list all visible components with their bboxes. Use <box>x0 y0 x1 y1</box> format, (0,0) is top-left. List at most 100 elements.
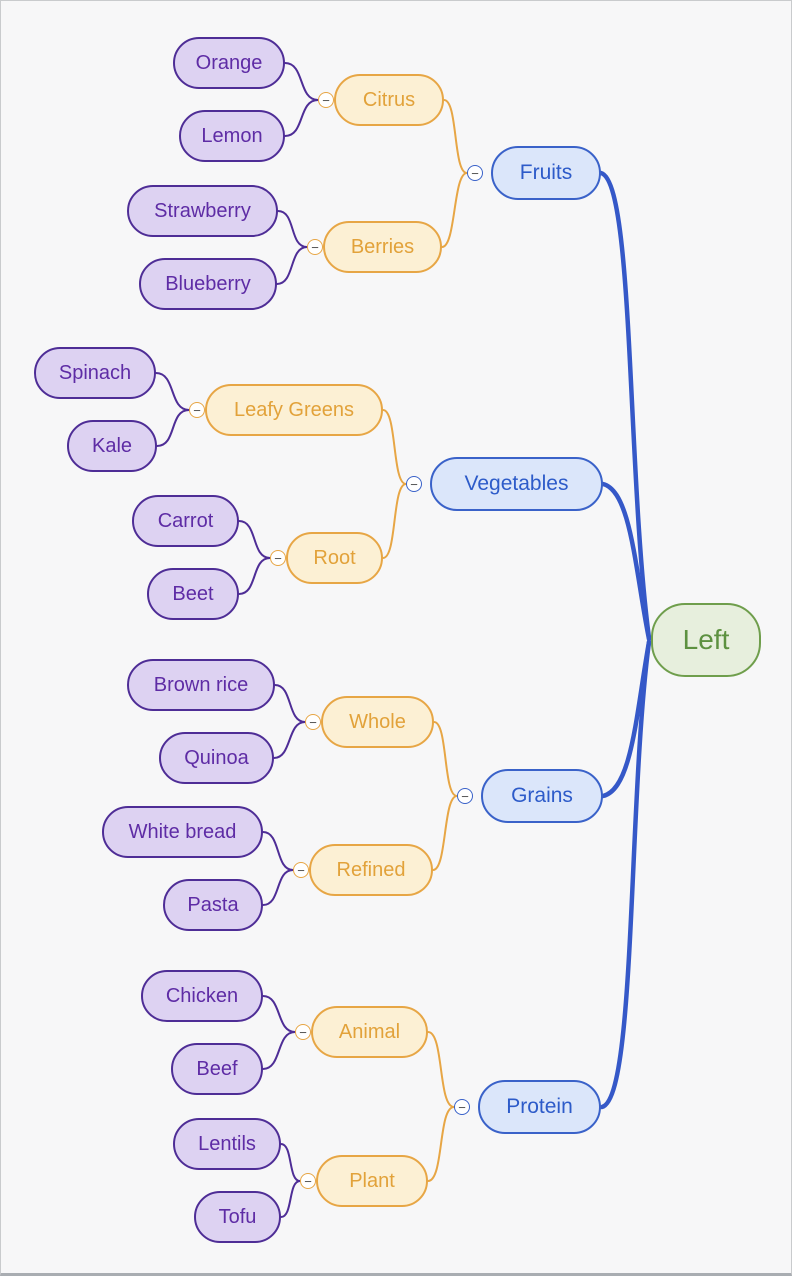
node-label: Refined <box>336 858 406 881</box>
node-lemon[interactable]: Lemon <box>179 110 285 162</box>
node-plant[interactable]: Plant <box>316 1155 428 1207</box>
edge-vegetables-left <box>600 481 652 642</box>
edge-strawberry-berries <box>277 210 308 248</box>
node-label: Beef <box>196 1057 238 1080</box>
collapse-icon-protein[interactable]: − <box>454 1099 470 1115</box>
node-vegetables[interactable]: Vegetables <box>430 457 603 511</box>
node-label: Orange <box>195 51 263 74</box>
collapse-icon-whole[interactable]: − <box>305 714 321 730</box>
node-pasta[interactable]: Pasta <box>163 879 263 931</box>
edge-fruits-left <box>598 170 652 641</box>
node-label: Kale <box>91 434 133 457</box>
node-label: Whole <box>349 710 406 733</box>
edge-pasta-refined <box>262 869 294 906</box>
minus-icon: − <box>461 788 469 804</box>
edge-animal-protein <box>427 1031 455 1108</box>
node-label: Fruits <box>519 161 573 184</box>
collapse-icon-leafy-greens[interactable]: − <box>189 402 205 418</box>
node-protein[interactable]: Protein <box>478 1080 601 1134</box>
node-label: Carrot <box>157 509 214 532</box>
edge-tofu-plant <box>280 1180 301 1218</box>
node-label: Pasta <box>187 893 239 916</box>
node-kale[interactable]: Kale <box>67 420 157 472</box>
node-label: Lemon <box>201 124 263 147</box>
edge-leafygreens-vegetables <box>382 409 407 485</box>
node-refined[interactable]: Refined <box>309 844 433 896</box>
collapse-icon-fruits[interactable]: − <box>467 165 483 181</box>
edge-root-vegetables <box>382 483 407 559</box>
node-label: Left <box>682 624 730 655</box>
minus-icon: − <box>299 1024 307 1040</box>
collapse-icon-plant[interactable]: − <box>300 1173 316 1189</box>
edge-berries-fruits <box>441 172 468 248</box>
edge-plant-protein <box>427 1106 455 1182</box>
minus-icon: − <box>274 550 282 566</box>
node-label: White bread <box>128 820 237 843</box>
minus-icon: − <box>410 476 418 492</box>
node-label: Berries <box>350 235 415 258</box>
node-label: Animal <box>338 1020 401 1043</box>
node-lentils[interactable]: Lentils <box>173 1118 281 1170</box>
edge-brownrice-whole <box>274 684 306 723</box>
collapse-icon-root-veg[interactable]: − <box>270 550 286 566</box>
collapse-icon-citrus[interactable]: − <box>318 92 334 108</box>
node-quinoa[interactable]: Quinoa <box>159 732 274 784</box>
edge-whitebread-refined <box>262 831 294 871</box>
node-label: Beet <box>172 582 214 605</box>
node-fruits[interactable]: Fruits <box>491 146 601 200</box>
node-berries[interactable]: Berries <box>323 221 442 273</box>
node-left-root[interactable]: Left <box>651 603 761 677</box>
edge-orange-citrus <box>284 62 319 101</box>
node-beef[interactable]: Beef <box>171 1043 263 1095</box>
edge-beef-animal <box>262 1031 296 1070</box>
node-brown-rice[interactable]: Brown rice <box>127 659 275 711</box>
collapse-icon-berries[interactable]: − <box>307 239 323 255</box>
edge-spinach-leafygreens <box>155 372 190 411</box>
node-label: Root <box>313 546 356 569</box>
edge-carrot-root <box>238 520 271 559</box>
collapse-icon-animal[interactable]: − <box>295 1024 311 1040</box>
node-citrus[interactable]: Citrus <box>334 74 444 126</box>
node-tofu[interactable]: Tofu <box>194 1191 281 1243</box>
edge-quinoa-whole <box>273 721 306 759</box>
node-orange[interactable]: Orange <box>173 37 285 89</box>
node-beet[interactable]: Beet <box>147 568 239 620</box>
collapse-icon-vegetables[interactable]: − <box>406 476 422 492</box>
node-strawberry[interactable]: Strawberry <box>127 185 278 237</box>
node-spinach[interactable]: Spinach <box>34 347 156 399</box>
edge-whole-grains <box>433 721 458 797</box>
minus-icon: − <box>304 1173 312 1189</box>
node-whole[interactable]: Whole <box>321 696 434 748</box>
edge-refined-grains <box>432 795 458 871</box>
node-label: Spinach <box>58 361 132 384</box>
node-chicken[interactable]: Chicken <box>141 970 263 1022</box>
node-label: Protein <box>506 1095 573 1118</box>
edge-lemon-citrus <box>284 99 319 137</box>
edge-beet-root <box>238 557 271 595</box>
minus-icon: − <box>193 402 201 418</box>
edge-citrus-fruits <box>443 99 468 174</box>
node-label: Grains <box>511 784 573 807</box>
node-grains[interactable]: Grains <box>481 769 603 823</box>
node-leafy-greens[interactable]: Leafy Greens <box>205 384 383 436</box>
edge-blueberry-berries <box>276 246 308 285</box>
node-carrot[interactable]: Carrot <box>132 495 239 547</box>
node-label: Brown rice <box>153 673 249 696</box>
node-blueberry[interactable]: Blueberry <box>139 258 277 310</box>
edge-lentils-plant <box>280 1143 301 1182</box>
collapse-icon-grains[interactable]: − <box>457 788 473 804</box>
minus-icon: − <box>309 714 317 730</box>
node-root-veg[interactable]: Root <box>286 532 383 584</box>
node-label: Plant <box>349 1169 395 1192</box>
node-label: Strawberry <box>154 199 251 222</box>
minus-icon: − <box>311 239 319 255</box>
edge-protein-left <box>599 639 652 1110</box>
node-label: Tofu <box>218 1205 257 1228</box>
node-animal[interactable]: Animal <box>311 1006 428 1058</box>
collapse-icon-refined[interactable]: − <box>293 862 309 878</box>
node-white-bread[interactable]: White bread <box>102 806 263 858</box>
edge-kale-leafygreens <box>156 409 190 447</box>
minus-icon: − <box>471 165 479 181</box>
